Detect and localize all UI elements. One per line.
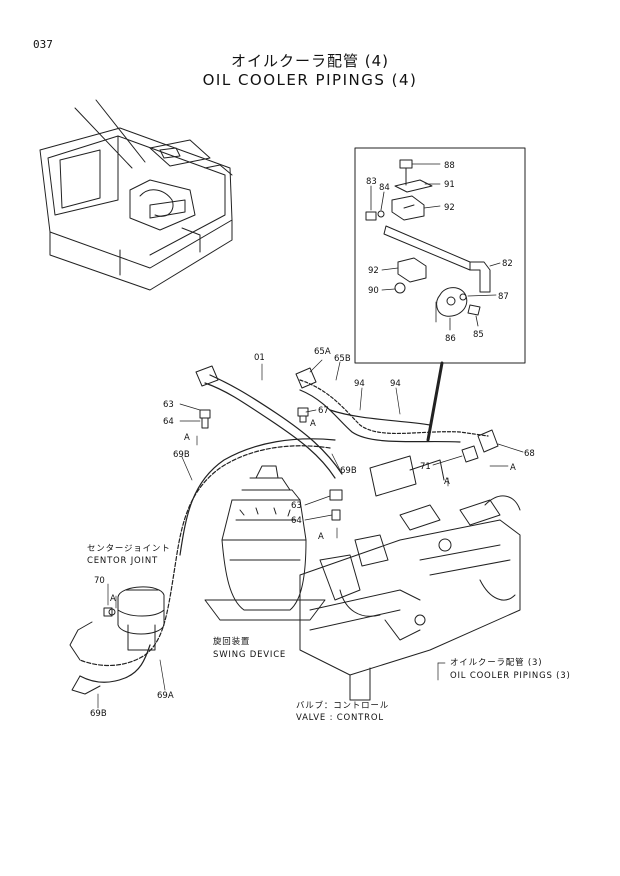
caption-center-joint-jp: センタージョイント [87,544,171,554]
fitting-67 [297,407,309,423]
page-title-japanese: オイルクーラ配管 (4) [230,52,390,70]
caption-valve-en: VALVE : CONTROL [296,713,384,723]
callout-01: 01 [254,353,265,363]
callout-70: 70 [94,576,105,586]
callout-85: 85 [473,330,484,340]
callout-65a: 65A [314,347,331,357]
hose-65 [299,379,489,437]
callout-67: 67 [318,406,329,416]
hose-69a [79,644,151,683]
hose-69b [79,445,331,667]
callout-69b-middle: 69B [340,466,357,476]
callout-92-lower: 92 [368,266,379,276]
callout-87: 87 [498,292,509,302]
caption-oil-cooler-en: OIL COOLER PIPINGS (3) [450,671,571,681]
callout-a-lower: A [318,532,324,542]
callout-a-71: A [444,477,450,487]
hose-01 [204,382,336,479]
callout-68: 68 [524,449,535,459]
callout-63-upper: 63 [163,400,174,410]
fitting-70 [103,607,116,617]
inset-callouts: 88 83 84 91 92 92 82 90 87 85 86 [366,161,513,344]
hose-94 [329,409,431,426]
caption-valve-jp: バルブ：コントロール [296,700,389,711]
caption-oil-cooler-jp: オイルクーラ配管 (3) [450,657,542,668]
callout-92-upper: 92 [444,203,455,213]
callout-84: 84 [379,183,390,193]
excavator-overview-drawing [39,99,233,291]
main-callouts: 01 65A 65B 94 94 63 64 A 67 A 69B 69B 63… [90,347,535,719]
callout-64-lower: 64 [291,516,302,526]
component-captions: センタージョイント CENTOR JOINT 旋回装置 SWING DEVICE… [87,544,571,723]
page-title-english: OIL COOLER PIPINGS (4) [202,71,418,89]
callout-69b-lower: 69B [90,709,107,719]
callout-a-upper: A [184,433,190,443]
detail-inset-box [354,147,526,364]
callout-90: 90 [368,286,379,296]
callout-71: 71 [420,462,431,472]
caption-center-joint-en: CENTOR JOINT [87,556,158,566]
callout-a-68: A [510,463,516,473]
callout-63-lower: 63 [291,501,302,511]
caption-swing-device-jp: 旋回装置 [213,636,250,647]
callout-94-left: 94 [354,379,365,389]
center-joint-drawing [117,586,165,651]
callout-91: 91 [444,180,455,190]
callout-a-70: A [110,594,116,604]
callout-69a: 69A [157,691,174,701]
callout-69b-upper: 69B [173,450,190,460]
page-number: 037 [33,38,53,51]
callout-83: 83 [366,177,377,187]
caption-swing-device-en: SWING DEVICE [213,650,286,660]
fitting-63-64-upper [199,409,211,429]
callout-a-67: A [310,419,316,429]
swing-device-drawing [204,465,326,621]
callout-94-right: 94 [390,379,401,389]
callout-65b: 65B [334,354,351,364]
fitting-63-64-lower [329,489,343,521]
control-valve-drawing [299,495,521,701]
callout-64-upper: 64 [163,417,174,427]
callout-86: 86 [445,334,456,344]
callout-88: 88 [444,161,455,171]
callout-82: 82 [502,259,513,269]
